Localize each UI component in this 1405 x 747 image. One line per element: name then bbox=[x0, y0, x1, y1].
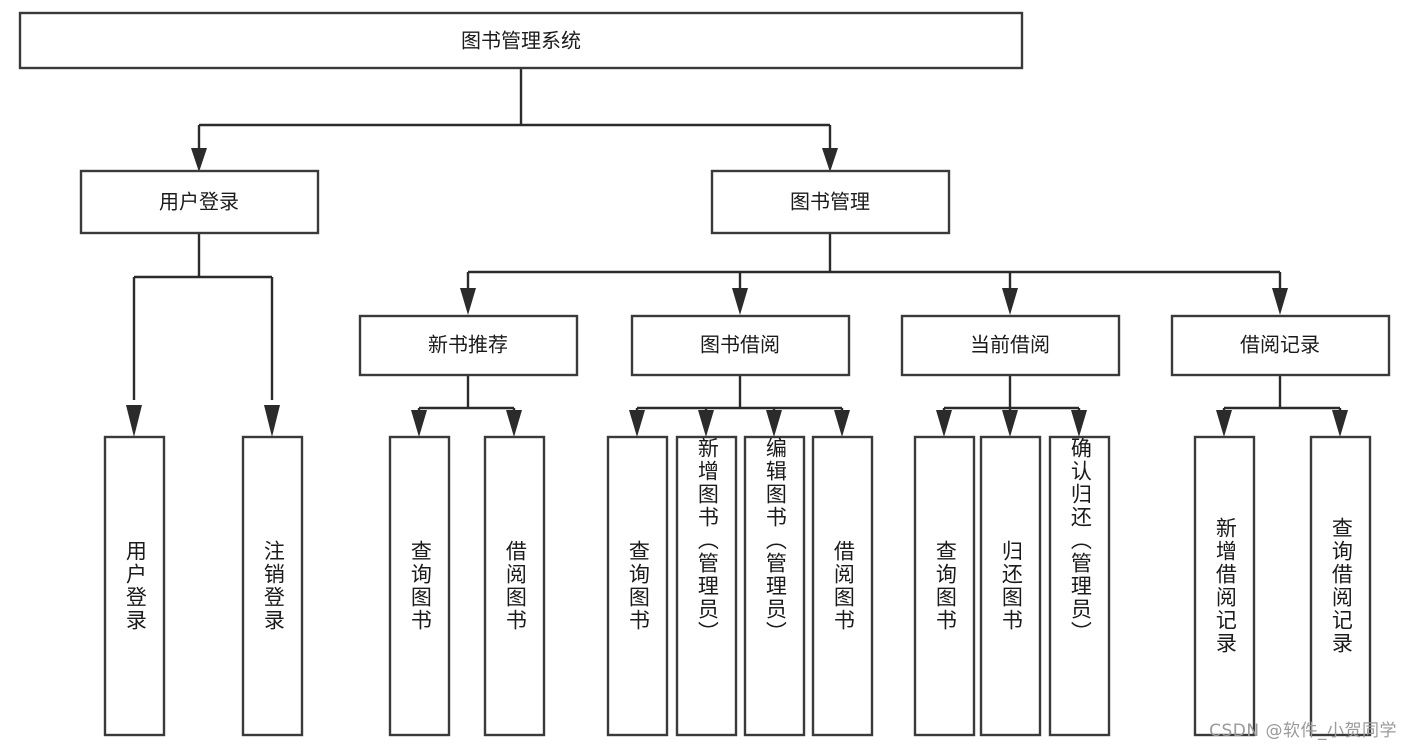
arrow-leaf-borrow-record-2 bbox=[1332, 410, 1348, 437]
arrow-leaf-user-login-2 bbox=[264, 405, 280, 437]
arrow-leaf-book-borrow-4 bbox=[834, 410, 850, 437]
node-box-leaf-borrow-record-1[interactable] bbox=[1193, 435, 1256, 737]
node-label-new-book-recommend: 新书推荐 bbox=[428, 333, 508, 357]
node-box-leaf-current-borrow-1[interactable] bbox=[913, 435, 976, 737]
node-box-borrow-record[interactable] bbox=[1170, 314, 1391, 377]
arrow-to-current-borrow bbox=[1002, 288, 1018, 315]
node-box-book-manage[interactable] bbox=[710, 169, 951, 235]
arrow-to-book-borrow bbox=[732, 288, 748, 315]
node-label-root: 图书管理系统 bbox=[461, 29, 581, 53]
node-label-borrow-record: 借阅记录 bbox=[1240, 333, 1320, 357]
node-box-root[interactable] bbox=[18, 11, 1024, 70]
node-box-book-borrow[interactable] bbox=[630, 314, 851, 377]
arrow-leaf-borrow-record-1 bbox=[1216, 410, 1232, 437]
arrow-to-new-book bbox=[460, 288, 476, 315]
arrow-leaf-book-borrow-3 bbox=[766, 410, 782, 437]
node-layer: 图书管理系统 用户登录 图书管理 新书推荐 图书借阅 当前借阅 借阅记录 bbox=[18, 11, 1391, 737]
arrow-to-book-manage bbox=[822, 148, 838, 172]
arrow-to-borrow-record bbox=[1272, 288, 1288, 315]
node-box-user-login[interactable] bbox=[79, 169, 320, 235]
node-box-leaf-book-borrow-1[interactable] bbox=[606, 435, 669, 737]
node-box-leaf-book-borrow-4[interactable] bbox=[811, 435, 874, 737]
csdn-watermark: CSDN @软件_小贺同学 bbox=[1209, 721, 1397, 741]
node-box-new-book-recommend[interactable] bbox=[358, 314, 579, 377]
node-box-leaf-book-borrow-2[interactable] bbox=[675, 435, 738, 737]
node-box-leaf-new-book-2[interactable] bbox=[483, 435, 546, 737]
arrow-to-user-login bbox=[191, 148, 207, 172]
node-box-leaf-current-borrow-3[interactable] bbox=[1048, 435, 1111, 737]
arrow-leaf-current-borrow-2 bbox=[1002, 410, 1018, 437]
node-box-leaf-user-login-2[interactable] bbox=[241, 435, 304, 737]
node-label-user-login: 用户登录 bbox=[159, 190, 239, 214]
node-label-book-borrow: 图书借阅 bbox=[700, 333, 780, 357]
node-label-current-borrow: 当前借阅 bbox=[970, 333, 1050, 357]
arrow-leaf-user-login-1 bbox=[126, 405, 142, 437]
connector-layer bbox=[126, 68, 1348, 437]
node-box-leaf-new-book-1[interactable] bbox=[388, 435, 451, 737]
node-box-leaf-user-login-1[interactable] bbox=[103, 435, 166, 737]
arrow-leaf-book-borrow-2 bbox=[698, 410, 714, 437]
node-box-leaf-current-borrow-2[interactable] bbox=[979, 435, 1042, 737]
node-box-leaf-borrow-record-2[interactable] bbox=[1309, 435, 1372, 737]
node-box-current-borrow[interactable] bbox=[900, 314, 1121, 377]
arrow-leaf-current-borrow-3 bbox=[1071, 410, 1087, 437]
arrow-leaf-current-borrow-1 bbox=[936, 410, 952, 437]
arrow-leaf-new-book-2 bbox=[506, 410, 522, 437]
node-box-leaf-book-borrow-3[interactable] bbox=[743, 435, 806, 737]
arrow-leaf-new-book-1 bbox=[411, 410, 427, 437]
arrow-leaf-book-borrow-1 bbox=[629, 410, 645, 437]
node-label-book-manage: 图书管理 bbox=[790, 190, 870, 214]
